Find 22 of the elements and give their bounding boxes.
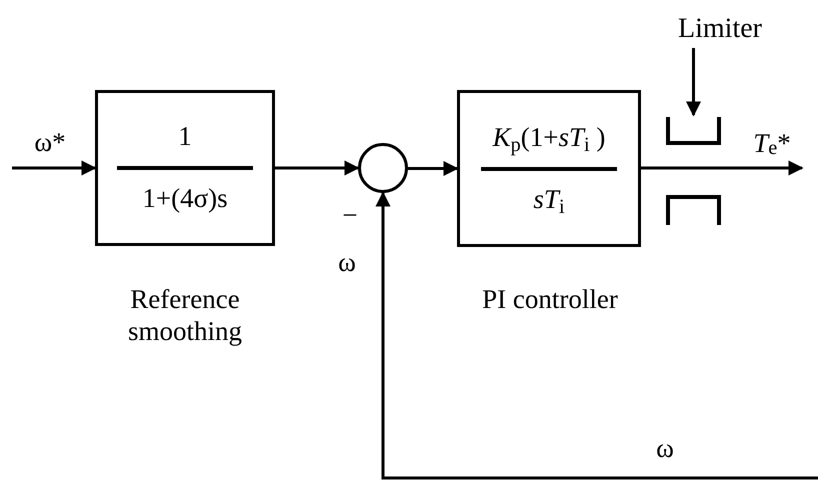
transfer-function-block: [457, 90, 641, 247]
denominator: 1+(4σ)s: [142, 182, 228, 215]
block-caption: Reference smoothing: [126, 283, 243, 348]
denominator: sT$_{i}$: [533, 182, 565, 216]
signal-arrow: [686, 48, 701, 116]
summing-junction: [358, 143, 408, 193]
signal-arrow: [12, 160, 96, 176]
block-label: Limiter: [655, 10, 785, 48]
signal-label: T$_{e}$*: [752, 126, 792, 160]
signal-arrow: [275, 160, 360, 176]
signal-label: ω*: [33, 126, 67, 158]
limiter-drawing: [665, 115, 722, 227]
numerator: K$_{p}$(1+sT$_{i}$ ): [492, 120, 606, 154]
signal-arrow: [641, 160, 804, 176]
signal-label: ω: [655, 432, 675, 464]
numerator: 1: [178, 120, 192, 154]
signal-arrow: [408, 161, 458, 176]
signal-arrow: [376, 192, 818, 480]
block-caption: PI controller: [481, 283, 619, 316]
sign-label: ω: [337, 246, 357, 278]
sign-label: −: [341, 200, 359, 230]
transfer-function-block: [95, 90, 275, 246]
